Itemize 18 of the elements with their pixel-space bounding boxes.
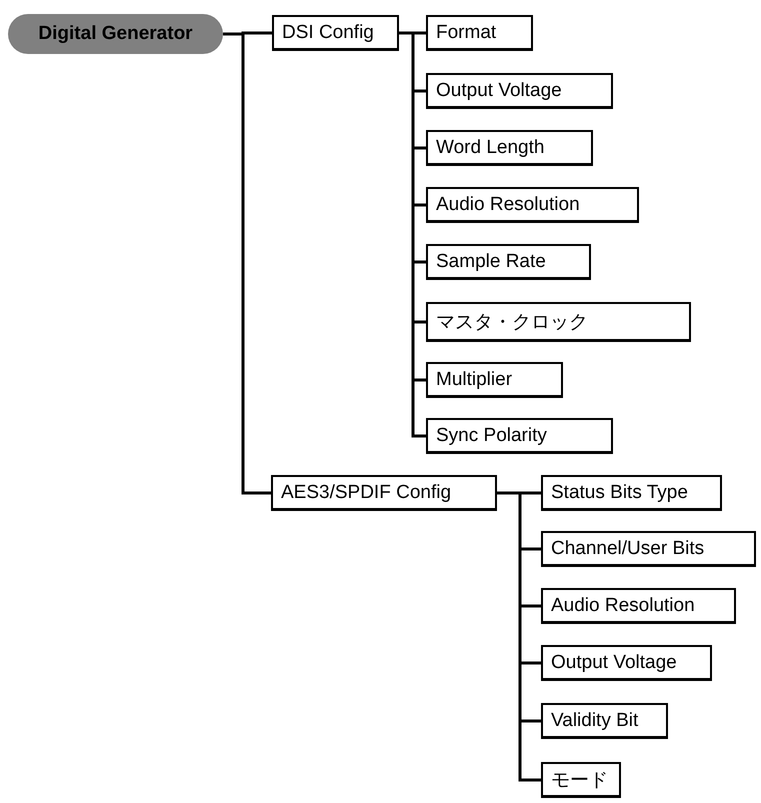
menu-box: Audio Resolution — [426, 187, 639, 223]
menu-box: DSI Config — [272, 15, 399, 51]
menu-box: Multiplier — [426, 362, 563, 398]
menu-box: マスタ・クロック — [426, 302, 691, 342]
menu-box: AES3/SPDIF Config — [271, 475, 497, 511]
menu-box: Channel/User Bits — [541, 531, 756, 567]
menu-box: Output Voltage — [426, 73, 613, 109]
connector-line — [497, 492, 541, 782]
menu-box: Validity Bit — [541, 703, 668, 739]
menu-pill: Digital Generator — [8, 14, 223, 54]
menu-box: Format — [426, 15, 533, 51]
menu-box: Sample Rate — [426, 244, 591, 280]
menu-box: Word Length — [426, 130, 593, 166]
menu-box: Output Voltage — [541, 645, 712, 681]
menu-box: Status Bits Type — [541, 475, 722, 511]
menu-box: Sync Polarity — [426, 418, 613, 454]
menu-box: Audio Resolution — [541, 588, 736, 624]
menu-box: モード — [541, 762, 621, 798]
